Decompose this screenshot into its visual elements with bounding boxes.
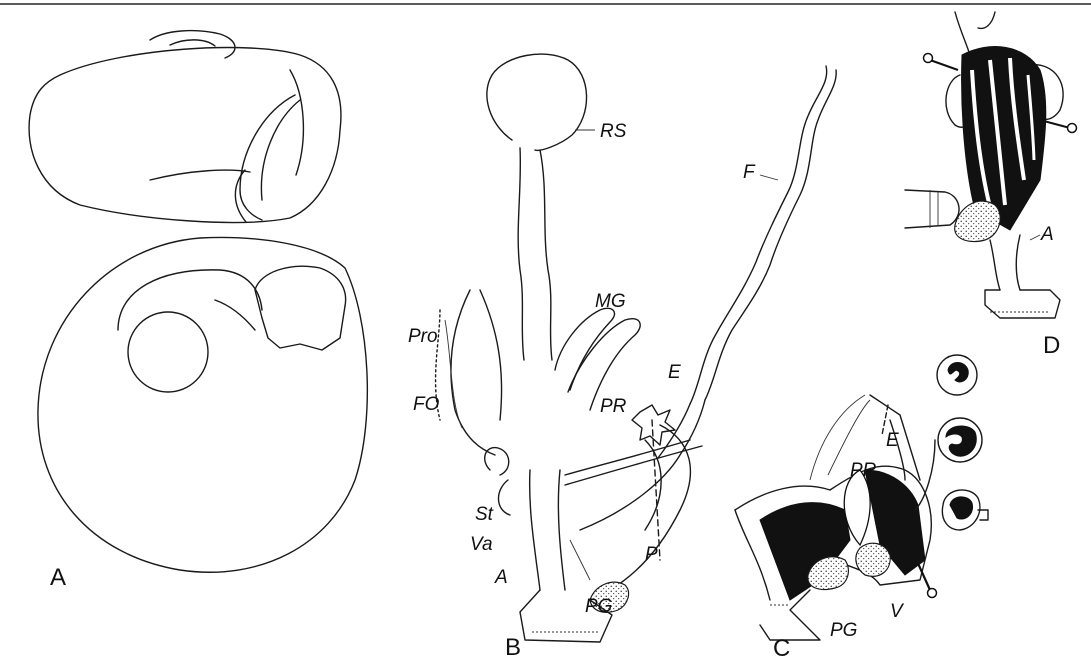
- label-e: E: [668, 362, 681, 383]
- label-pro: Pro: [408, 326, 438, 347]
- f-leader: [760, 175, 778, 180]
- label-pg-b: PG: [585, 596, 612, 617]
- atrium-dissection-d: [905, 12, 1077, 318]
- label-pr: PR: [600, 396, 627, 417]
- label-rs: RS: [600, 121, 627, 142]
- label-e-c: E: [886, 430, 899, 451]
- label-pr-c: PR: [850, 460, 877, 481]
- cross-sections: [937, 355, 988, 530]
- label-v: V: [890, 601, 905, 622]
- label-a-b: A: [494, 567, 508, 588]
- label-f: F: [743, 162, 756, 183]
- label-fo: FO: [413, 394, 440, 415]
- label-st: St: [475, 504, 494, 525]
- label-mg: MG: [595, 291, 626, 312]
- label-va: Va: [470, 534, 493, 555]
- panel-label-b: B: [505, 634, 521, 661]
- label-pg-c: PG: [830, 620, 857, 641]
- panel-label-d: D: [1043, 332, 1060, 359]
- penis-dissection-c: [735, 395, 937, 640]
- shell-umbilical-view: [38, 237, 367, 572]
- label-a-d: A: [1040, 224, 1054, 245]
- label-p: P: [645, 544, 658, 565]
- panel-label-c: C: [773, 635, 790, 662]
- panel-label-a: A: [50, 564, 66, 591]
- shell-side-view: [29, 31, 341, 223]
